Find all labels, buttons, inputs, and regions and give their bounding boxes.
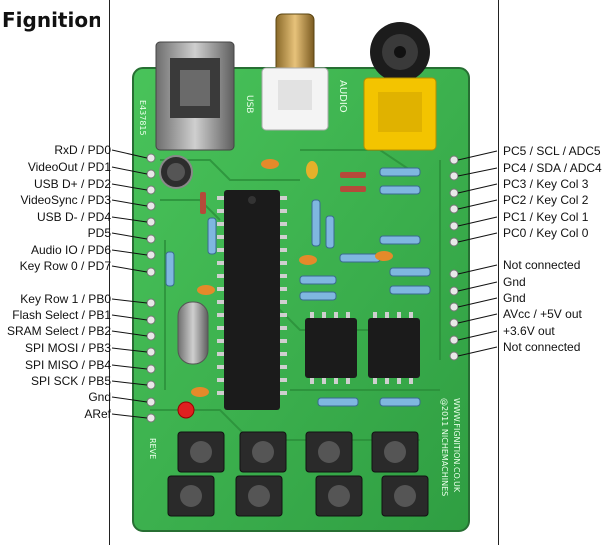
usb-connector <box>155 41 235 151</box>
pin-label-left: VideoSync / PD3 <box>20 193 112 207</box>
pin-label-left: SRAM Select / PB2 <box>6 324 111 338</box>
silk-rev: REVE <box>148 438 157 459</box>
electrolytic-capacitor <box>159 155 193 189</box>
fignition-logo: Fignition <box>2 8 100 32</box>
key-button <box>239 431 287 473</box>
pin-label-right: PC4 / SDA / ADC4 <box>503 161 602 175</box>
left-border-line <box>109 0 110 545</box>
pin-label-right: PC0 / Key Col 0 <box>503 226 589 240</box>
crystal-oscillator <box>177 301 209 365</box>
pin-label-right: PC5 / SCL / ADC5 <box>503 144 601 158</box>
diodes <box>200 172 366 214</box>
power-led <box>177 401 195 419</box>
pin-label-right: Not connected <box>503 340 581 354</box>
key-button <box>235 475 283 517</box>
silk-website: WWW.FIGNITION.CO.UK <box>452 398 461 493</box>
pin-label-left: SPI SCK / PB5 <box>30 374 111 388</box>
pin-label-right: Gnd <box>503 275 526 289</box>
pin-label-left: USB D+ / PD2 <box>33 177 111 191</box>
video-rca-connector <box>363 22 437 151</box>
silk-audio: AUDIO <box>337 80 348 113</box>
pin-label-right: Not connected <box>503 258 581 272</box>
microcontroller-chip <box>217 190 287 410</box>
pin-label-right: +3.6V out <box>503 324 555 338</box>
right-leader-lines <box>457 150 498 357</box>
pin-label-right: PC3 / Key Col 3 <box>503 177 589 191</box>
sram-chip <box>368 312 420 384</box>
key-button <box>177 431 225 473</box>
pin-label-right: PC2 / Key Col 2 <box>503 193 589 207</box>
pin-label-left: Flash Select / PB1 <box>12 308 111 322</box>
pin-label-left: SPI MISO / PB4 <box>24 358 111 372</box>
left-leader-lines <box>111 149 148 419</box>
right-pin-header <box>449 155 459 361</box>
resistors <box>165 167 431 407</box>
pin-label-left: Key Row 1 / PB0 <box>20 292 111 306</box>
pin-label-left: VideoOut / PD1 <box>27 160 111 174</box>
right-border-line <box>498 0 499 545</box>
key-button <box>371 431 419 473</box>
key-button <box>381 475 429 517</box>
logo-text: Fignition <box>2 8 100 32</box>
silk-board-id: E437815 <box>138 100 147 136</box>
pin-label-right: AVcc / +5V out <box>503 307 582 321</box>
silk-usb: USB <box>244 95 254 113</box>
pin-label-left: USB D- / PD4 <box>36 210 111 224</box>
flash-chip <box>305 312 357 384</box>
pin-label-left: Key Row 0 / PD7 <box>19 259 111 273</box>
pin-label-left: ARef <box>84 407 111 421</box>
key-button <box>305 431 353 473</box>
pin-label-left: Audio IO / PD6 <box>30 243 111 257</box>
pin-label-left: Gnd <box>88 390 111 404</box>
audio-rca-connector <box>261 13 329 131</box>
left-pin-header <box>146 153 156 423</box>
pin-label-left: PD5 <box>87 226 111 240</box>
silk-maker: @2011 NICHEMACHINES <box>440 398 449 496</box>
key-button <box>315 475 363 517</box>
pin-label-left: RxD / PD0 <box>54 143 111 157</box>
key-button <box>167 475 215 517</box>
pin-label-left: SPI MOSI / PB3 <box>24 341 111 355</box>
pin-label-right: Gnd <box>503 291 526 305</box>
pin-label-right: PC1 / Key Col 1 <box>503 210 589 224</box>
keypad-buttons <box>167 431 429 517</box>
ceramic-capacitors <box>191 159 393 397</box>
